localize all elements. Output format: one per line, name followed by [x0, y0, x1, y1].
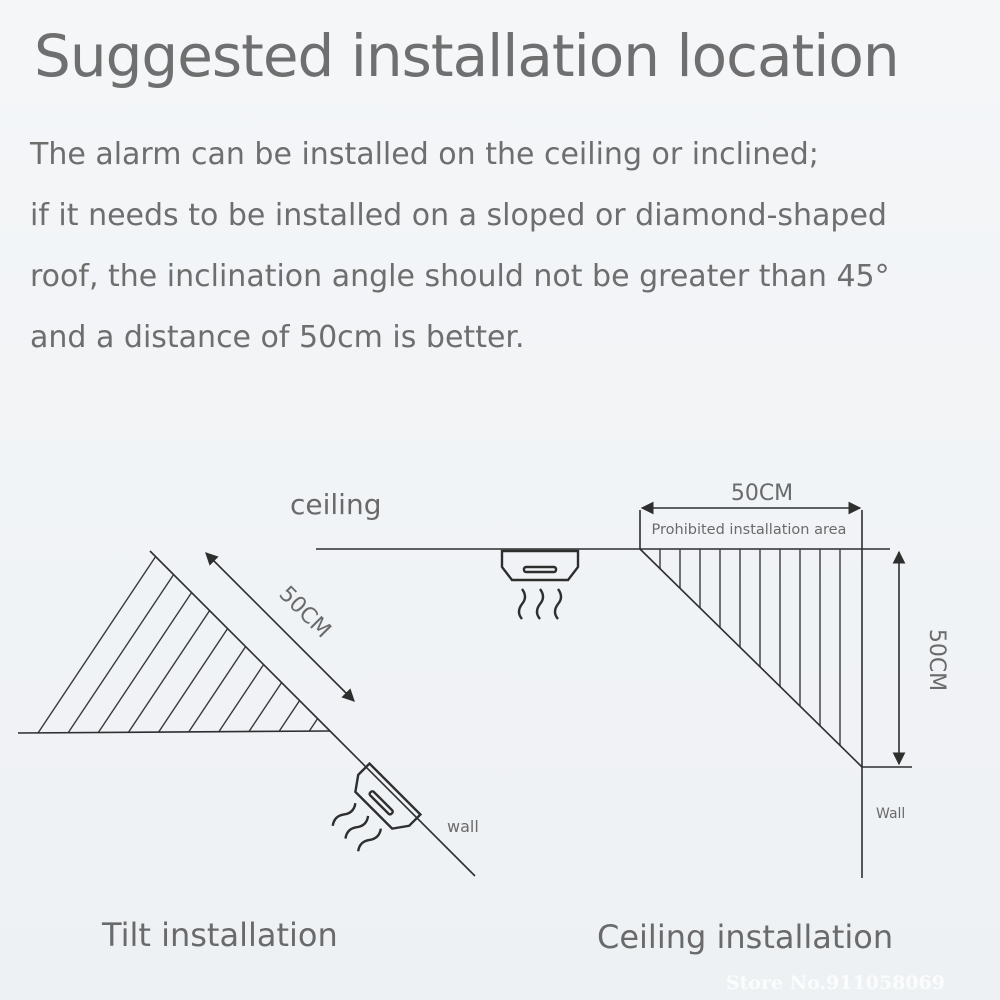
ceiling-smoke-alarm-icon	[500, 549, 580, 620]
ceiling-installation-caption: Ceiling installation	[597, 918, 894, 956]
tilt-installation-caption: Tilt installation	[102, 916, 338, 954]
ceiling-label: ceiling	[290, 488, 381, 521]
tilt-dimension-label: 50CM	[274, 582, 336, 644]
description-line-4: and a distance of 50cm is better.	[30, 320, 525, 355]
ceiling-top-dimension-label: 50CM	[731, 481, 793, 506]
store-watermark: Store No.911058069	[725, 972, 945, 994]
ceiling-installation-diagram: ceiling	[290, 481, 949, 878]
tilt-installation-diagram: 50CM wall	[17, 550, 479, 877]
tilt-hatched-area	[18, 551, 330, 733]
prohibited-area-label: Prohibited installation area	[652, 522, 847, 538]
tilt-dimension-arrow	[205, 552, 355, 702]
prohibited-area-outline	[639, 510, 912, 878]
ceiling-wall-label: Wall	[876, 806, 905, 822]
tilted-smoke-alarm-icon	[331, 761, 423, 852]
prohibited-hatched-area	[659, 549, 841, 767]
installation-description: The alarm can be installed on the ceilin…	[30, 124, 980, 368]
description-line-3: roof, the inclination angle should not b…	[30, 259, 890, 294]
ceiling-side-dimension-label: 50CM	[924, 629, 949, 691]
description-line-2: if it needs to be installed on a sloped …	[30, 198, 887, 233]
tilt-wall-label: wall	[447, 817, 479, 836]
description-line-1: The alarm can be installed on the ceilin…	[30, 137, 819, 172]
page-title: Suggested installation location	[34, 22, 900, 90]
